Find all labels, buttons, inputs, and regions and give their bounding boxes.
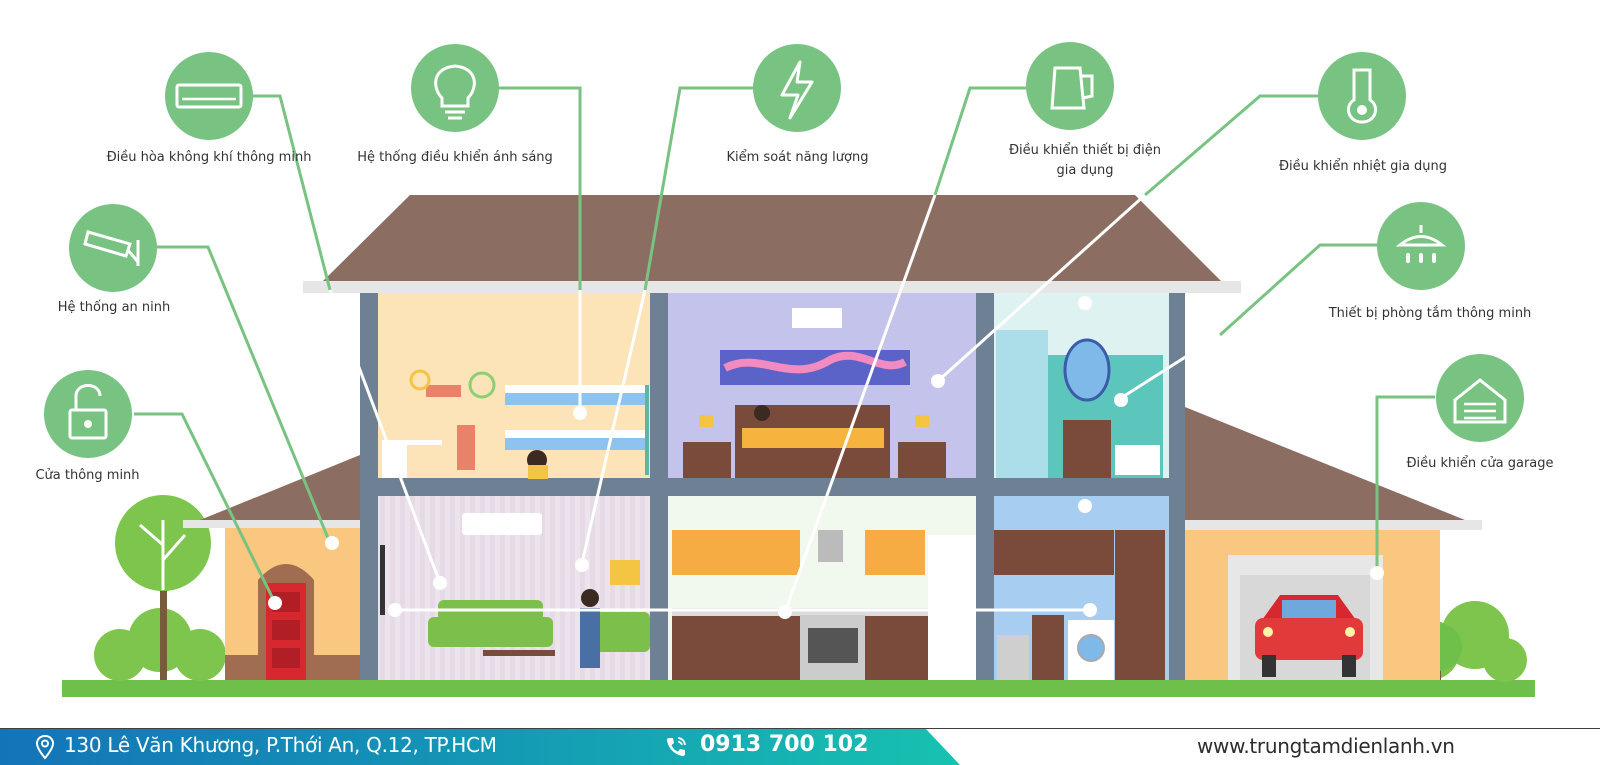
label-appliance-1: Điều khiển thiết bị điện <box>1008 143 1162 158</box>
thermometer-icon <box>1318 52 1406 140</box>
left-wing-eave <box>183 520 365 528</box>
right-wing-roof <box>1180 405 1465 520</box>
label-appliance-2: gia dụng <box>1056 163 1114 178</box>
lightning-icon <box>753 44 841 132</box>
ground <box>62 680 1535 697</box>
label-security: Hệ thống an ninh <box>57 300 171 315</box>
right-wing-eave <box>1180 520 1482 530</box>
connector-dots <box>268 296 1384 619</box>
unlock-icon <box>44 370 132 458</box>
shower-icon <box>1377 202 1465 290</box>
master-bedroom-furniture <box>683 308 946 478</box>
footer-divider <box>0 728 1600 729</box>
main-eave <box>303 281 1241 293</box>
living-room-furniture <box>380 513 650 668</box>
kitchen-furniture <box>672 530 976 680</box>
footer-contact-band <box>0 728 960 765</box>
label-garage: Điều khiển cửa garage <box>1406 456 1554 471</box>
air-conditioner-icon <box>165 52 253 140</box>
location-pin-icon <box>35 734 55 760</box>
kettle-icon <box>1026 42 1114 130</box>
label-door: Cửa thông minh <box>35 468 140 483</box>
footer-phone[interactable]: 0913 700 102 <box>700 732 869 757</box>
security-camera-icon <box>69 204 157 292</box>
bathroom-fixtures <box>996 330 1163 478</box>
label-temperature: Điều khiển nhiệt gia dụng <box>1278 159 1448 174</box>
tree-left <box>115 495 211 680</box>
garage-icon <box>1436 354 1524 442</box>
label-lighting: Hệ thống điều khiển ánh sáng <box>357 150 553 165</box>
label-smart-ac: Điều hòa không khí thông minh <box>106 150 312 165</box>
label-energy: Kiểm soát năng lượng <box>726 150 869 165</box>
light-bulb-icon <box>411 44 499 132</box>
front-door <box>258 564 314 680</box>
left-wing-roof <box>200 455 360 520</box>
car <box>1255 595 1363 677</box>
footer-address: 130 Lê Văn Khương, P.Thới An, Q.12, TP.H… <box>64 733 497 757</box>
laundry-furniture <box>994 530 1165 680</box>
phone-icon <box>666 737 686 757</box>
label-bathroom: Thiết bị phòng tắm thông minh <box>1328 306 1532 321</box>
main-roof <box>322 195 1222 282</box>
footer-website-link[interactable]: www.trungtamdienlanh.vn <box>1197 734 1455 758</box>
footer-bar: 130 Lê Văn Khương, P.Thới An, Q.12, TP.H… <box>0 728 1600 765</box>
